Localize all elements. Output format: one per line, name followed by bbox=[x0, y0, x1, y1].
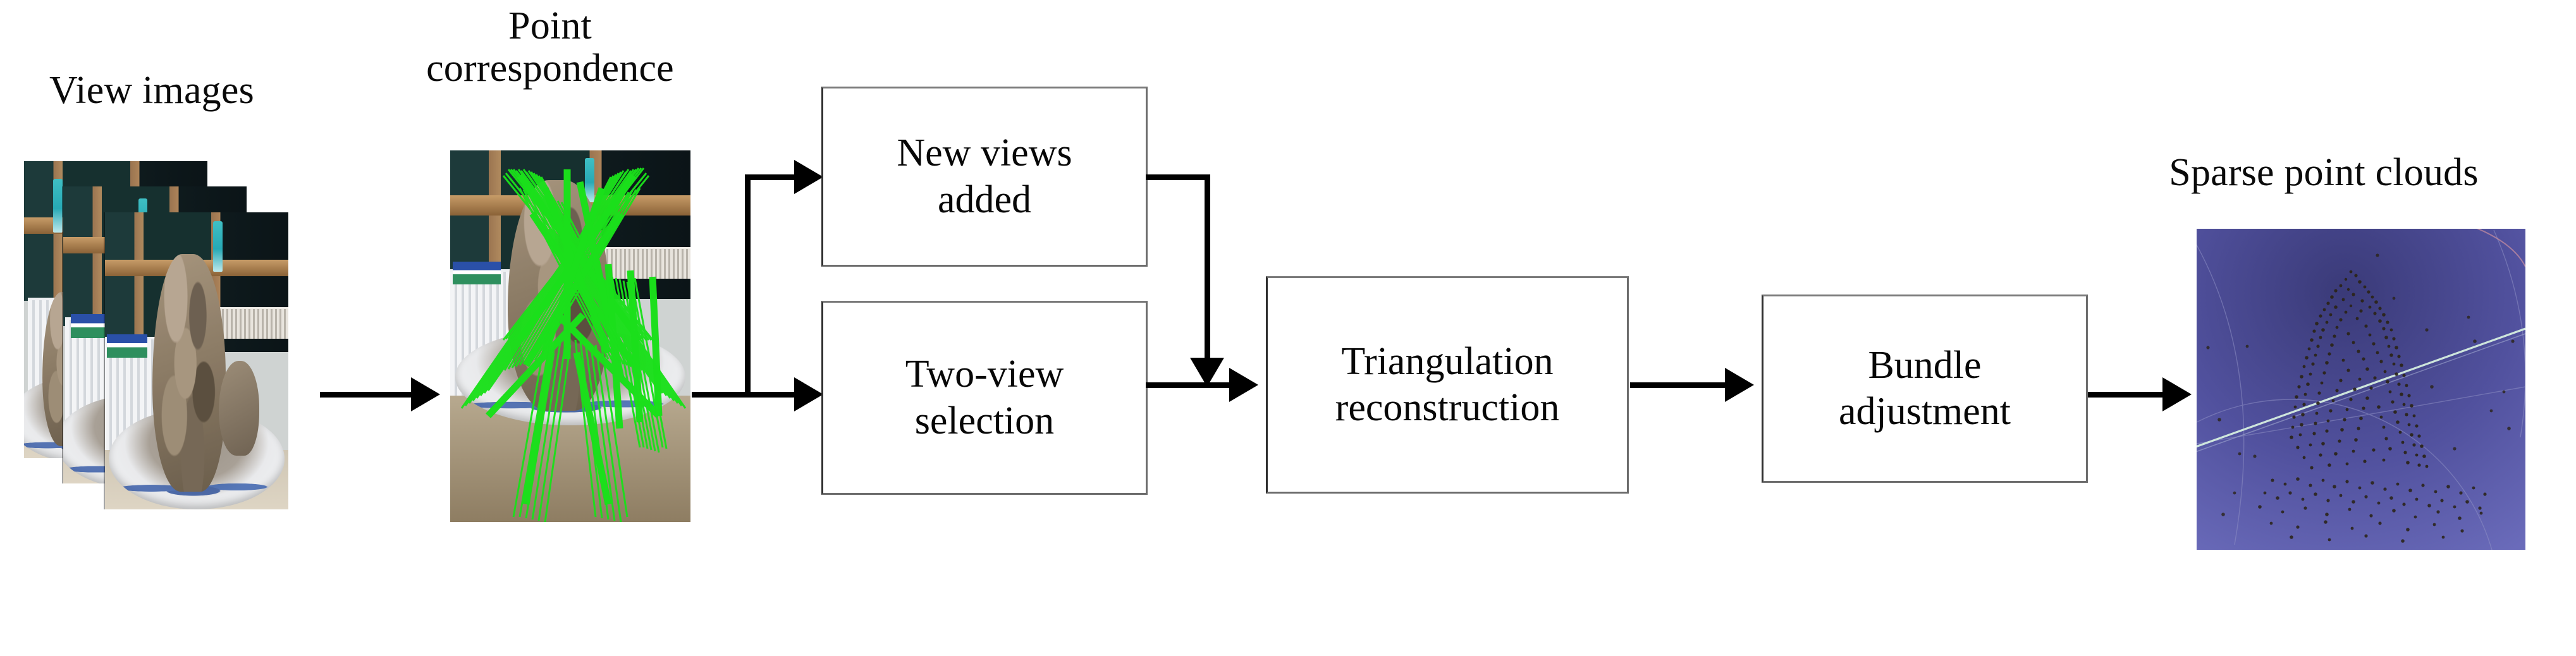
point-correspondence-label: Point correspondence bbox=[426, 4, 674, 90]
arrow-head-down bbox=[1190, 358, 1224, 387]
view-image-thumbnail-3[interactable] bbox=[105, 212, 288, 509]
photo-radiator-label bbox=[106, 334, 147, 358]
photo-banner bbox=[599, 246, 690, 279]
process-box-triangulation-reconstruction[interactable]: Triangulation reconstruction bbox=[1266, 276, 1629, 494]
process-box-new-views-added[interactable]: New views added bbox=[821, 87, 1148, 267]
arrow-drop bbox=[1205, 174, 1210, 361]
photo-rock-secondary bbox=[218, 361, 259, 456]
process-box-two-view-selection[interactable]: Two-view selection bbox=[821, 301, 1148, 495]
view-images-label: View images bbox=[49, 69, 254, 112]
process-box-label: New views added bbox=[897, 131, 1072, 221]
photo-bottle bbox=[213, 221, 223, 272]
correspondence-lines-overlay bbox=[460, 167, 687, 522]
photo-bottle bbox=[53, 179, 63, 233]
arrow-shaft bbox=[320, 392, 415, 398]
arrow-head bbox=[2162, 377, 2192, 411]
process-box-label: Two-view selection bbox=[905, 353, 1064, 442]
arrow-riser bbox=[745, 174, 751, 396]
photo-banner bbox=[215, 307, 288, 339]
pointcloud-canvas bbox=[2197, 229, 2525, 550]
pointcloud-magenta-arc bbox=[2476, 229, 2525, 267]
pointcloud-axis-line bbox=[2197, 327, 2525, 448]
photo-bottle bbox=[584, 157, 594, 203]
arrow-head bbox=[411, 377, 440, 411]
photo-rock bbox=[152, 253, 226, 492]
point-correspondence-image[interactable] bbox=[450, 150, 690, 522]
arrow-shaft-top bbox=[1146, 174, 1210, 180]
arrow-shaft bbox=[2088, 392, 2176, 398]
pointcloud-points bbox=[2206, 253, 2515, 543]
process-box-label: Bundle adjustment bbox=[1838, 343, 2011, 433]
arrow-shaft bbox=[1630, 382, 1733, 388]
process-box-label: Triangulation reconstruction bbox=[1335, 339, 1560, 429]
pointcloud-axis-line-shadow bbox=[2197, 333, 2525, 453]
arrow-head-lower bbox=[794, 377, 823, 411]
sparse-point-cloud-image[interactable] bbox=[2197, 229, 2525, 550]
photo-radiator-label bbox=[452, 262, 501, 284]
photo-radiator-label bbox=[70, 314, 111, 338]
sparse-point-clouds-label: Sparse point clouds bbox=[2169, 151, 2479, 194]
arrow-head bbox=[1725, 368, 1754, 402]
arrow-shaft bbox=[1146, 382, 1239, 388]
arrow-shaft-upper bbox=[745, 174, 806, 180]
process-box-bundle-adjustment[interactable]: Bundle adjustment bbox=[1762, 295, 2088, 483]
arrow-head-upper bbox=[794, 160, 823, 194]
arrow-head bbox=[1229, 368, 1258, 402]
